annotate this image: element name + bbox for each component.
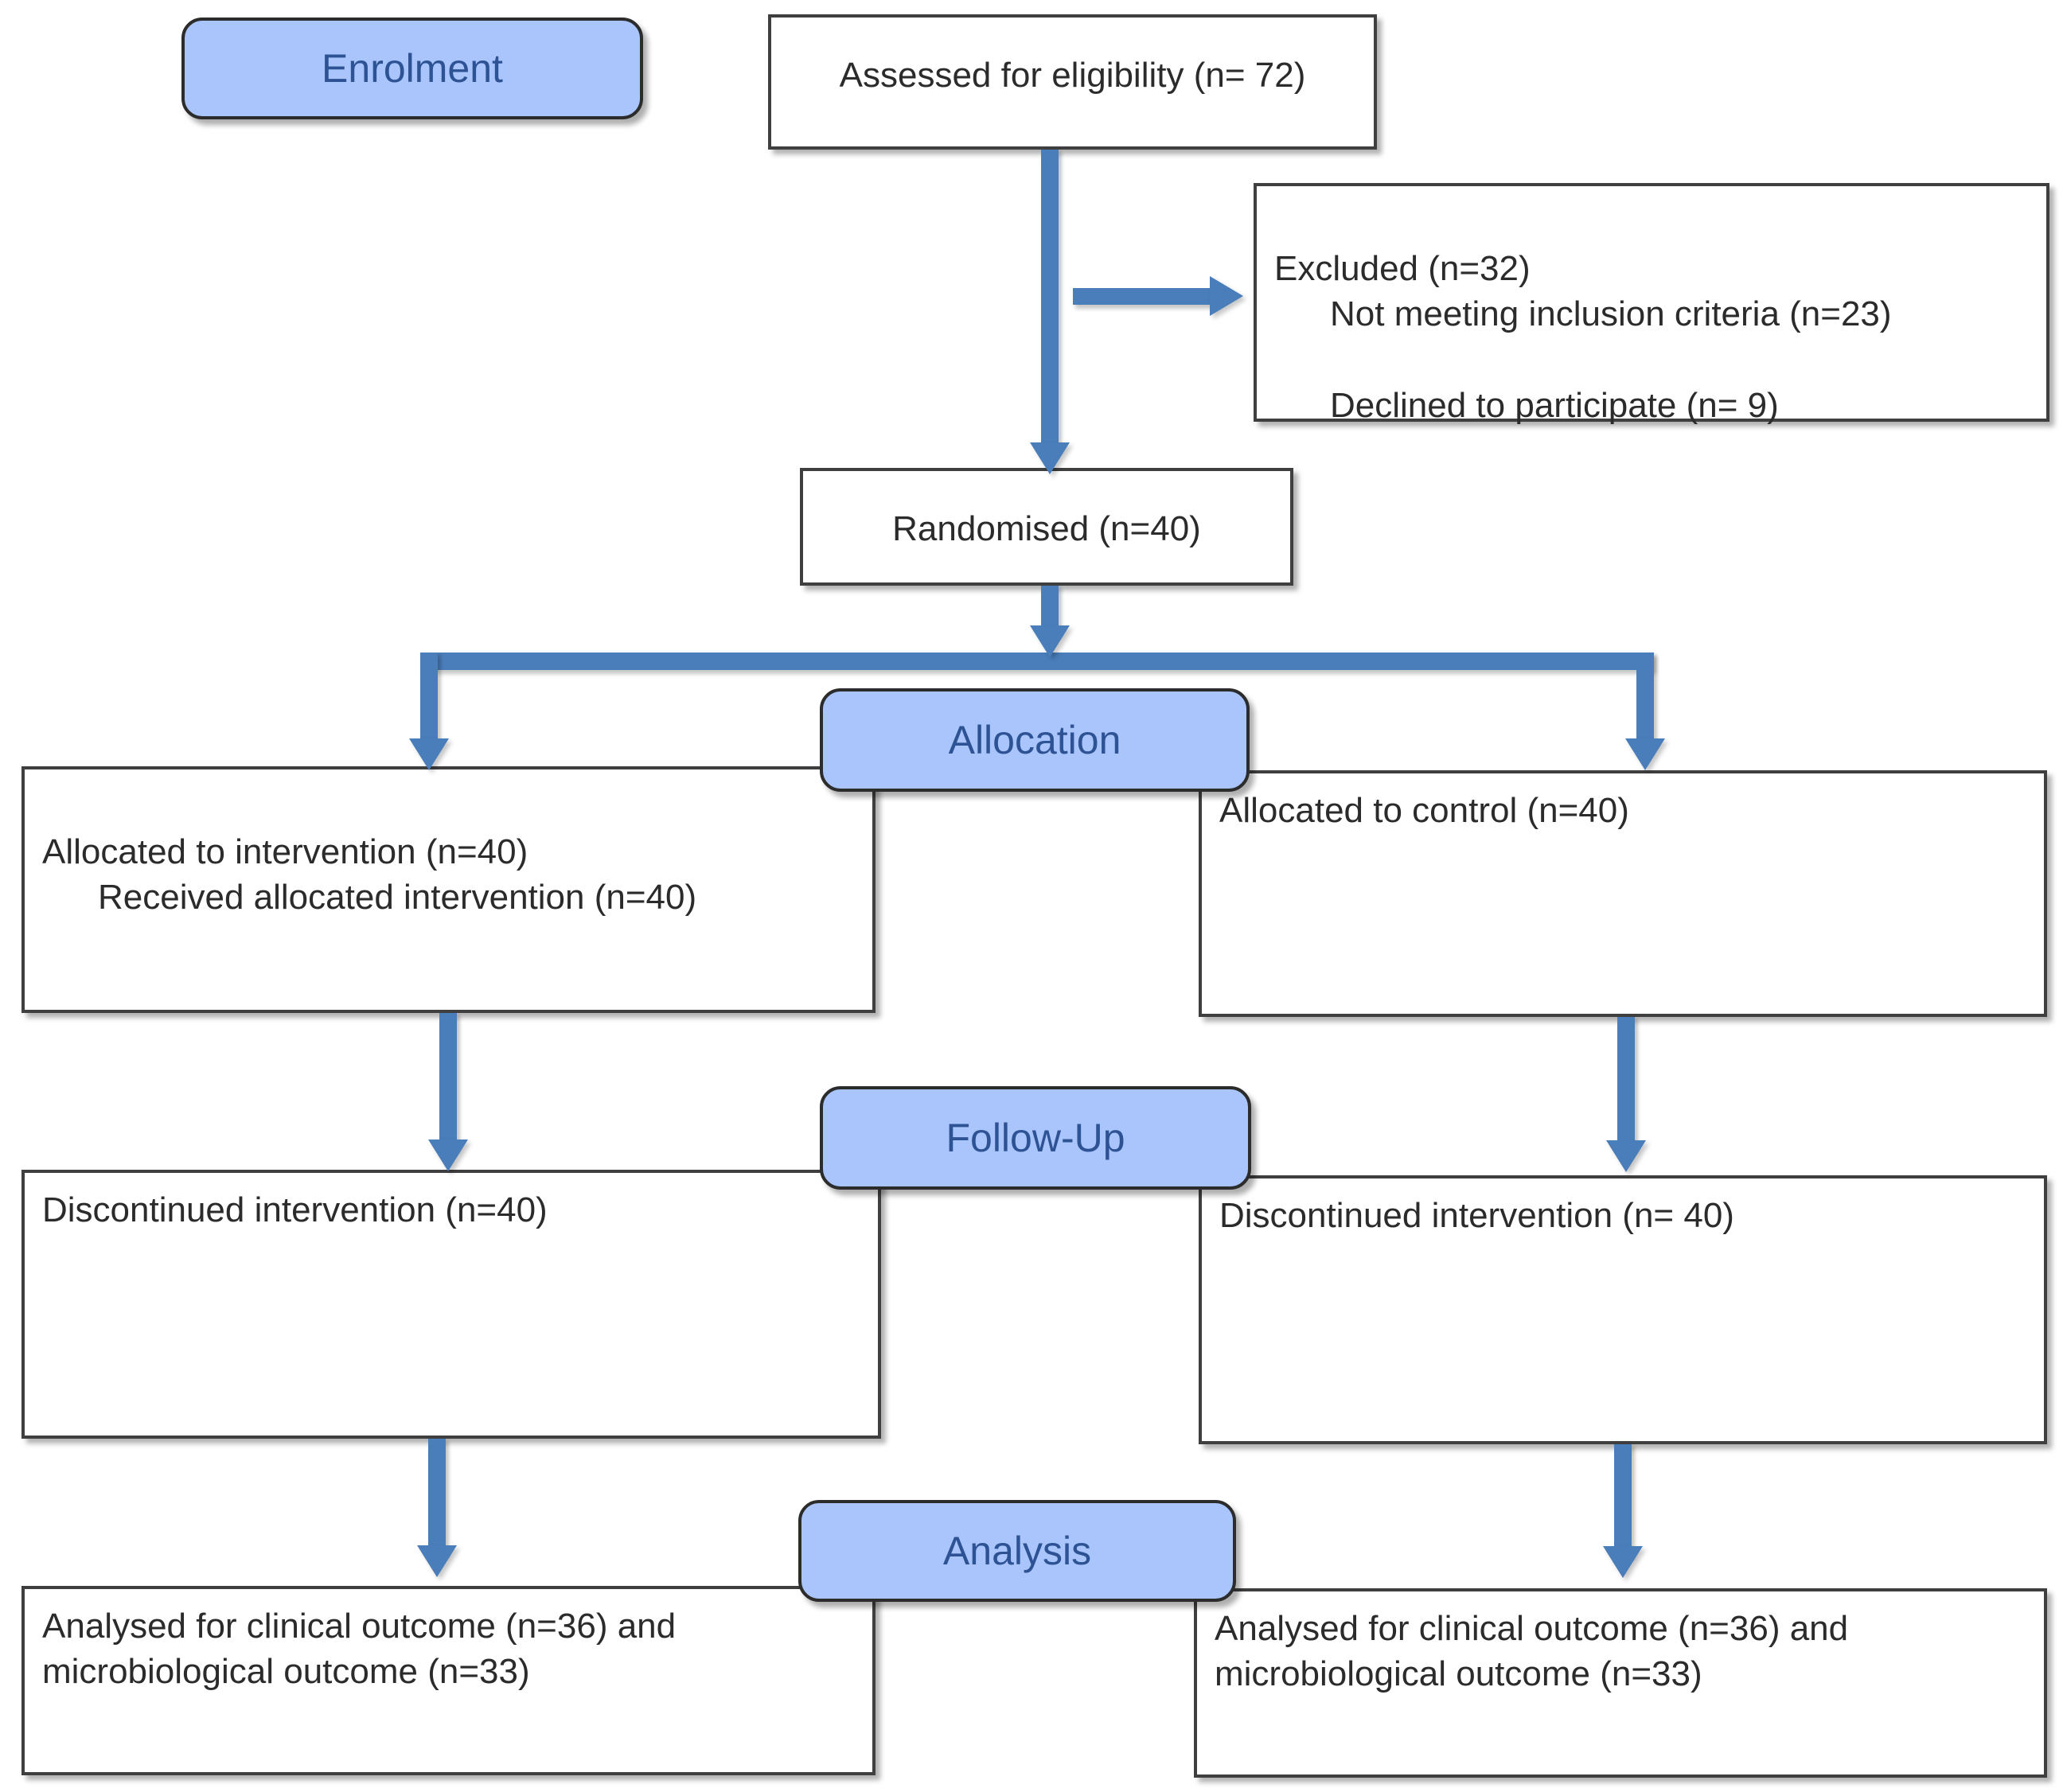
arrowhead-randomised-split (1030, 625, 1070, 657)
arrowhead-analysis-right (1603, 1546, 1643, 1578)
connector-split-left-drop (420, 653, 438, 746)
stage-pill-enrolment-label: Enrolment (322, 46, 503, 91)
node-analysed-left: Analysed for clinical outcome (n=36) and… (21, 1586, 876, 1775)
node-excluded: Excluded (n=32) Not meeting inclusion cr… (1254, 183, 2049, 425)
stage-pill-analysis: Analysis (798, 1500, 1236, 1602)
node-discontinued-intervention-right-text: Discontinued intervention (n= 40) (1219, 1196, 1734, 1235)
node-analysed-right: Analysed for clinical outcome (n=36) and… (1194, 1588, 2047, 1778)
arrowhead-excluded (1210, 276, 1243, 316)
stage-pill-enrolment: Enrolment (181, 18, 643, 119)
node-excluded-reason-1: Not meeting inclusion criteria (n=23) (1330, 294, 1892, 334)
connector-followup-to-analysis-right (1614, 1444, 1632, 1557)
stage-pill-analysis-label: Analysis (942, 1529, 1092, 1573)
node-excluded-text: Excluded (n=32) Not meeting inclusion cr… (1274, 201, 2035, 473)
connector-allocation-to-followup-left (439, 1013, 457, 1150)
arrowhead-allocated-intervention (409, 738, 449, 770)
arrowhead-followup-right (1606, 1140, 1646, 1172)
stage-pill-allocation-label: Allocation (948, 718, 1121, 762)
arrowhead-randomised (1030, 442, 1070, 474)
node-received-intervention: Received allocated intervention (n=40) (98, 878, 697, 917)
stage-pill-followup-label: Follow-Up (946, 1116, 1125, 1160)
connector-allocation-to-followup-right (1617, 1017, 1635, 1151)
node-allocated-intervention-text: Allocated to intervention (n=40) Receive… (42, 784, 861, 966)
node-analysed-left-text: Analysed for clinical outcome (n=36) and… (42, 1607, 677, 1692)
arrowhead-followup-left (428, 1139, 468, 1171)
connector-followup-to-analysis-left (428, 1439, 446, 1556)
arrowhead-allocated-control (1625, 738, 1665, 770)
node-allocated-control: Allocated to control (n=40) (1199, 770, 2047, 1017)
node-allocated-intervention: Allocated to intervention (n=40) Receive… (21, 766, 876, 1013)
node-assessed-for-eligibility-text: Assessed for eligibility (n= 72) (839, 56, 1306, 95)
connector-split-right-drop (1636, 653, 1654, 746)
node-allocated-intervention-title: Allocated to intervention (n=40) (42, 832, 528, 872)
node-assessed-for-eligibility: Assessed for eligibility (n= 72) (768, 14, 1377, 150)
stage-pill-followup: Follow-Up (820, 1086, 1251, 1190)
node-analysed-right-text: Analysed for clinical outcome (n=36) and… (1215, 1609, 1849, 1694)
node-discontinued-intervention-left: Discontinued intervention (n=40) (21, 1170, 881, 1439)
node-discontinued-intervention-right: Discontinued intervention (n= 40) (1199, 1175, 2047, 1444)
node-excluded-reason-2: Declined to participate (n= 9) (1330, 385, 1779, 425)
connector-split-bar (420, 653, 1654, 670)
stage-pill-allocation: Allocation (820, 688, 1250, 792)
connector-assessed-to-randomised (1041, 150, 1059, 450)
node-allocated-control-text: Allocated to control (n=40) (1219, 791, 1629, 830)
node-randomised-text: Randomised (n=40) (892, 509, 1201, 548)
connector-randomised-stub (1041, 586, 1059, 635)
node-discontinued-intervention-left-text: Discontinued intervention (n=40) (42, 1190, 548, 1229)
node-excluded-title: Excluded (n=32) (1274, 249, 1531, 289)
arrowhead-analysis-left (417, 1545, 457, 1577)
connector-trunk-to-excluded (1073, 288, 1216, 305)
node-randomised: Randomised (n=40) (800, 468, 1293, 586)
